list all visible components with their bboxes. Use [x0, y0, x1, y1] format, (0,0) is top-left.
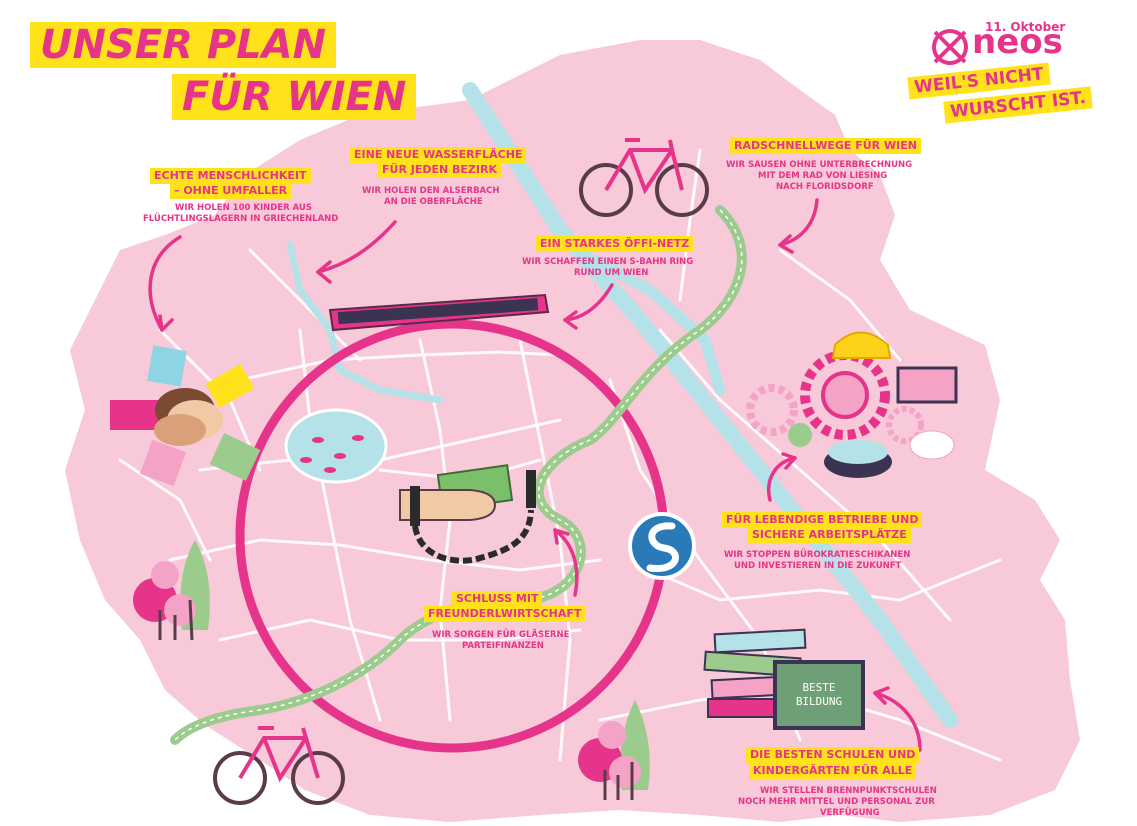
gears-icon: [746, 331, 958, 478]
danube-canal: [569, 244, 726, 396]
water-text-1: WIR HOLEN DEN ALSERBACH: [362, 186, 500, 196]
education-text-1: WIR STELLEN BRENNPUNKTSCHULEN: [760, 786, 937, 796]
handcuffs-money-icon: [399, 464, 536, 564]
business-heading-2: SICHERE ARBEITSPLÄTZE: [748, 527, 911, 543]
trees-icon-south: [578, 700, 650, 800]
neos-logo-icon: [932, 29, 968, 65]
humanity-text-1: WIR HOLEN 100 KINDER AUS: [175, 203, 312, 213]
chalkboard-line-1: BESTE: [802, 681, 835, 694]
wien-river: [286, 241, 444, 404]
s-bahn-icon: [628, 512, 696, 580]
hands-icon: [110, 345, 261, 487]
humanity-heading-2: – OHNE UMFALLER: [170, 183, 292, 199]
bike-text-3: NACH FLORIDSDORF: [776, 182, 874, 192]
corruption-heading-1: SCHLUSS MIT: [452, 591, 543, 607]
city-outline: [65, 40, 1080, 822]
humanity-text-2: FLÜCHTLINGSLAGERN IN GRIECHENLAND: [143, 214, 339, 224]
page-title-line-2: FÜR WIEN: [172, 74, 417, 120]
bike-heading: RADSCHNELLWEGE FÜR WIEN: [730, 138, 921, 154]
chalkboard-icon: BESTE BILDUNG: [773, 660, 865, 730]
business-heading-1: FÜR LEBENDIGE BETRIEBE UND: [722, 512, 923, 528]
logo-brand: neos: [972, 22, 1063, 62]
corruption-text-2: PARTEIFINANZEN: [462, 641, 544, 651]
bicycle-icon: [579, 138, 709, 217]
transit-text-2: RUND UM WIEN: [574, 268, 649, 278]
education-text-2: NOCH MEHR MITTEL UND PERSONAL ZUR: [738, 797, 935, 807]
education-heading-1: DIE BESTEN SCHULEN UND: [746, 747, 920, 763]
danube-river: [462, 82, 958, 728]
chalkboard-line-2: BILDUNG: [796, 695, 842, 708]
water-heading-2: FÜR JEDEN BEZIRK: [378, 162, 501, 178]
page-title-line-1: UNSER PLAN: [30, 22, 337, 68]
business-text-2: UND INVESTIEREN IN DIE ZUKUNFT: [734, 561, 902, 571]
education-heading-2: KINDERGÄRTEN FÜR ALLE: [749, 763, 917, 779]
bike-path: [170, 205, 747, 745]
corruption-text-1: WIR SORGEN FÜR GLÄSERNE: [432, 630, 570, 640]
transit-text-1: WIR SCHAFFEN EINEN S-BAHN RING: [522, 257, 694, 267]
business-text-1: WIR STOPPEN BÜROKRATIESCHIKANEN: [724, 550, 911, 560]
water-text-2: AN DIE OBERFLÄCHE: [384, 197, 483, 207]
tram-icon: [328, 293, 550, 332]
bike-text-1: WIR SAUSEN OHNE UNTERBRECHNUNG: [726, 160, 913, 170]
humanity-heading-1: ECHTE MENSCHLICHKEIT: [150, 168, 311, 184]
fish-pond-icon: [284, 408, 388, 484]
logo-date: 11. Oktober: [985, 20, 1066, 34]
corruption-heading-2: FREUNDERLWIRTSCHAFT: [424, 606, 586, 622]
bicycle-icon-south: [213, 726, 345, 805]
transit-heading: EIN STARKES ÖFFI-NETZ: [536, 236, 694, 252]
bike-text-2: MIT DEM RAD VON LIESING: [758, 171, 888, 181]
trees-icon: [133, 540, 210, 641]
education-text-3: VERFÜGUNG: [820, 808, 880, 818]
water-heading-1: EINE NEUE WASSERFLÄCHE: [350, 147, 527, 163]
pointer-arrows: [148, 198, 922, 752]
